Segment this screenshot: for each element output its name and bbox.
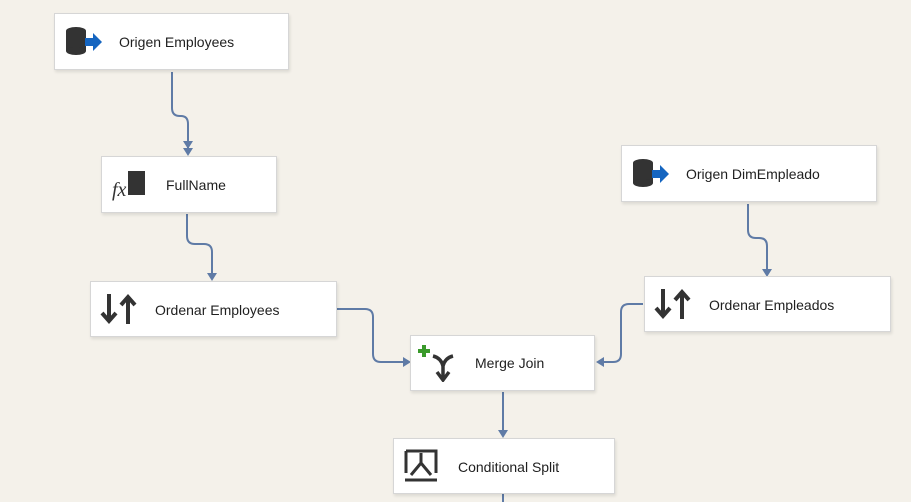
svg-text:fx: fx xyxy=(112,179,127,201)
ole-db-source-icon xyxy=(630,157,670,191)
ole-db-source-icon xyxy=(63,25,103,59)
arrowhead-merge-join-left xyxy=(403,357,411,367)
path-ordenar-empleados-to-merge-join xyxy=(604,303,643,363)
arrowhead-fullname xyxy=(183,148,193,156)
conditional-split-icon xyxy=(402,447,442,482)
node-fullname[interactable]: fx FullName xyxy=(101,156,277,213)
sort-icon xyxy=(653,287,693,321)
path-fullname-to-ordenar-employees xyxy=(186,214,213,273)
sort-icon xyxy=(99,292,139,326)
arrowhead-merge-join-right xyxy=(596,357,604,367)
node-label: Origen Employees xyxy=(119,34,235,50)
node-ordenar-empleados[interactable]: Ordenar Empleados xyxy=(644,276,891,332)
node-merge-join[interactable]: Merge Join xyxy=(410,335,595,391)
node-label: Ordenar Employees xyxy=(155,302,280,318)
merge-join-icon xyxy=(417,344,457,383)
node-ordenar-employees[interactable]: Ordenar Employees xyxy=(90,281,337,337)
derived-column-icon: fx xyxy=(110,169,150,203)
path-ordenar-employees-to-merge-join xyxy=(337,308,403,363)
node-label: Conditional Split xyxy=(458,459,560,475)
node-label: Origen DimEmpleado xyxy=(686,166,820,182)
path-origen-dimempleado-to-ordenar-empleados xyxy=(747,204,768,269)
arrowhead-ordenar-empleados xyxy=(762,269,772,277)
node-label: Merge Join xyxy=(475,355,545,371)
node-origen-employees[interactable]: Origen Employees xyxy=(54,13,289,70)
arrowhead-conditional-split xyxy=(498,430,508,438)
arrowhead-ordenar-employees xyxy=(207,273,217,281)
node-label: FullName xyxy=(166,177,226,193)
node-label: Ordenar Empleados xyxy=(709,297,835,313)
path-origen-employees-to-fullname xyxy=(171,72,193,149)
node-conditional-split[interactable]: Conditional Split xyxy=(393,438,615,494)
node-origen-dimempleado[interactable]: Origen DimEmpleado xyxy=(621,145,877,202)
